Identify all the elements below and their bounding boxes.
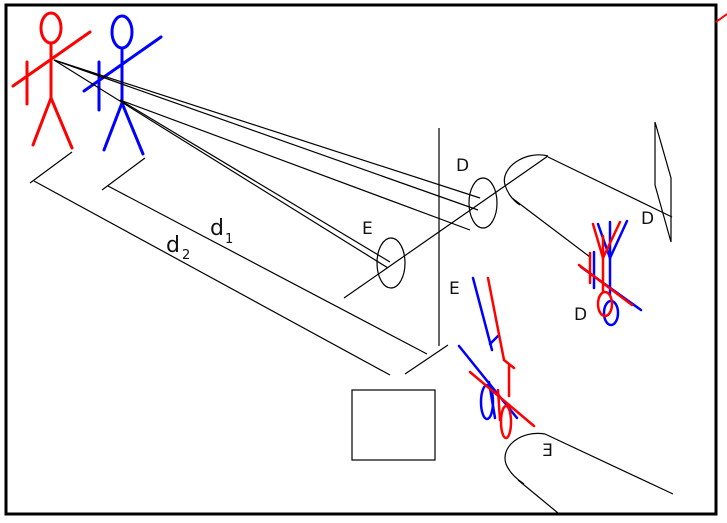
mouth-box [351,389,436,461]
ray-lines [29,59,549,376]
d2-subscript: 2 [182,248,190,263]
blue-figure-left-leg [102,101,124,152]
d1-letter: d [210,216,224,241]
stick-figure-blue [82,14,163,156]
label-left-image: E [449,279,460,299]
ray-red-to-right-eye-2 [53,59,479,211]
diagram-frame [4,3,718,516]
eye-baseline [343,155,549,299]
label-left-eye: E [362,219,373,239]
left-tube-bottom [517,479,559,514]
red-figure-head [39,11,63,45]
red-figure-right-leg [49,96,74,150]
blue-ground-stub [101,157,146,191]
label-distance-d1: d 1 [210,216,233,247]
stray-red-mark [715,13,727,23]
right-eye-tube [503,121,673,258]
right-tube-top [547,156,673,218]
red-ground-stub [29,151,73,184]
distance-line-d2 [33,180,391,376]
left-tube-top [544,433,674,495]
right-tube-cap [503,154,549,206]
retinal-image-left [457,276,536,440]
label-right-image: D [574,305,587,325]
label-right-eye: D [456,156,469,176]
distance-line-d1 [107,185,428,355]
blue-figure-head [110,14,134,50]
right-retina-screen [654,121,672,243]
label-distance-d2: d 2 [166,233,190,263]
left-tube-cap [504,432,546,485]
retina-left-blue-figure [457,276,519,421]
blue-figure-arms [82,35,163,93]
d1-subscript: 1 [225,232,233,247]
ray-red-to-right-eye [53,59,481,199]
retinal-image-right [577,219,643,327]
blue-figure-right-leg [120,101,145,156]
eye-left [376,237,406,289]
eye-right [468,177,498,229]
label-retina-d: D [641,209,654,229]
red-figure-left-leg [31,96,53,147]
retina-right-red-figure [577,220,634,318]
ray-blue-to-right-eye [119,99,471,231]
label-left-image-mirrored: E [542,441,553,461]
chin-line [404,344,449,375]
ray-red-to-left-eye [53,59,389,269]
left-eye-tube [504,432,674,514]
d2-letter: d [166,233,180,258]
retina-left-red-figure [468,276,536,440]
right-tube-bottom [511,197,591,258]
stick-figure-red [11,11,92,150]
ray-blue-to-left-eye [119,99,391,263]
